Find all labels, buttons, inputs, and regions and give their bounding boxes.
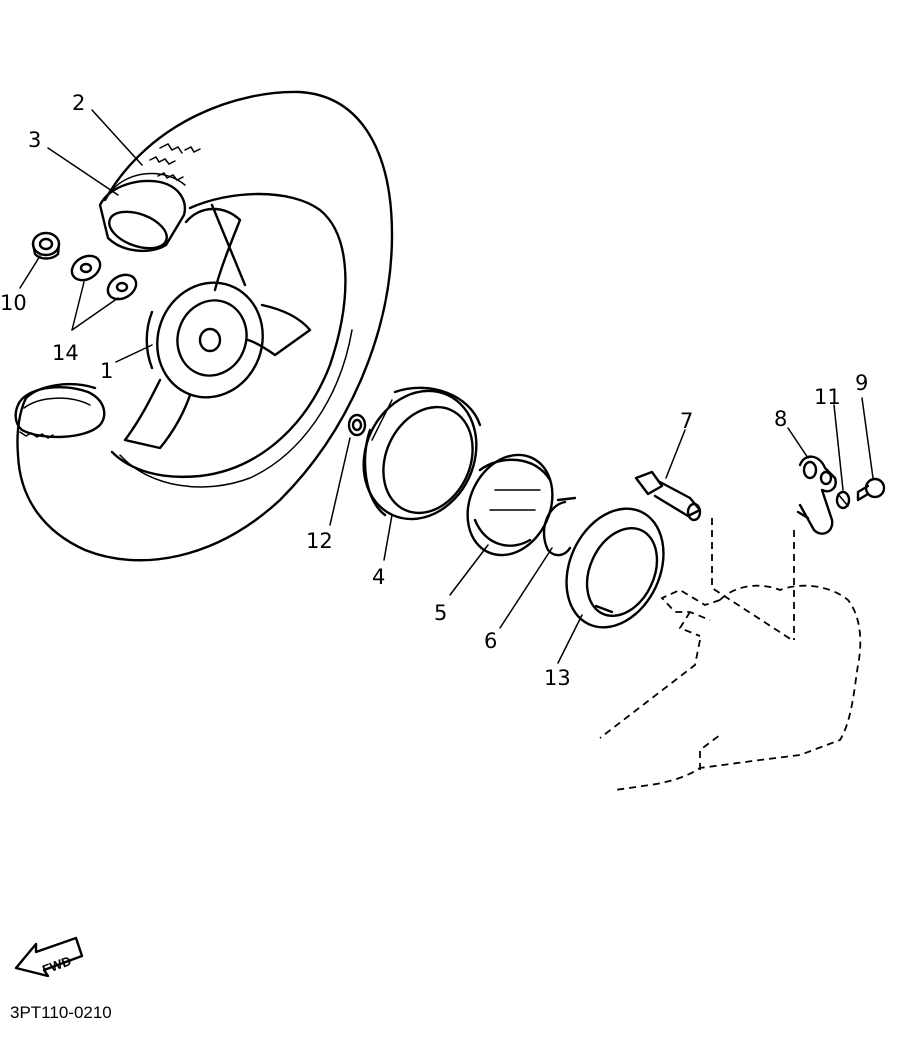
part-label-5: 5 (434, 601, 447, 625)
part-label-11: 11 (814, 385, 841, 409)
part-label-10: 10 (0, 291, 27, 315)
part-label-7: 7 (680, 409, 693, 433)
brake-plate (565, 507, 665, 629)
part-labels: 2 3 10 14 1 12 4 5 6 13 7 8 11 9 (0, 91, 868, 690)
engine-case-outline (599, 518, 862, 791)
fwd-label: FWD (40, 953, 73, 977)
forward-arrow-icon: FWD (14, 936, 84, 977)
brake-lever (796, 455, 837, 535)
washers (70, 254, 138, 301)
part-label-8: 8 (774, 407, 787, 431)
spring-washer (835, 490, 851, 510)
lever-bolt (856, 477, 886, 502)
spring-clip (542, 496, 577, 557)
brake-drum (362, 386, 482, 521)
part-label-3: 3 (28, 128, 41, 152)
part-label-6: 6 (484, 629, 497, 653)
small-seal (347, 413, 367, 437)
valve-band (98, 172, 187, 253)
leader-lines (19, 109, 874, 664)
wheel-assembly (14, 90, 394, 562)
part-label-14: 14 (52, 341, 79, 365)
part-label-13: 13 (544, 666, 571, 690)
part-label-4: 4 (372, 565, 385, 589)
part-label-1: 1 (100, 359, 113, 383)
axle-nut (31, 231, 61, 260)
drawing-code: 3PT110-0210 (10, 1003, 112, 1022)
part-label-12: 12 (306, 529, 333, 553)
brake-camshaft (634, 470, 702, 522)
part-label-2: 2 (72, 91, 85, 115)
part-label-9: 9 (855, 371, 868, 395)
